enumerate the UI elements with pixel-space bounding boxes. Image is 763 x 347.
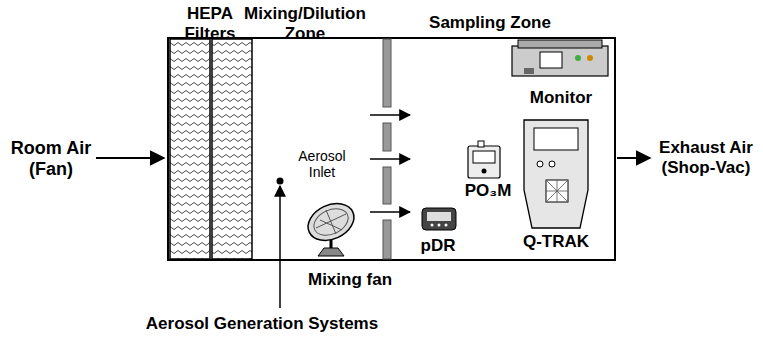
inlet-arrow (279, 186, 281, 308)
text-label: Mixing fan (295, 270, 405, 290)
text-label: Aerosol Inlet (288, 148, 356, 180)
text-label: Exhaust Air (Shop-Vac) (654, 138, 758, 177)
text-label: Room Air (Fan) (3, 138, 99, 179)
qtrak-device (524, 120, 588, 228)
hepa-filter (212, 39, 252, 259)
text-label: Mixing/Dilution Zone (230, 4, 380, 43)
chamber-outline (168, 38, 615, 260)
po3m-device (468, 141, 500, 178)
text-label: Sampling Zone (405, 13, 575, 33)
text-label: HEPA Filters (170, 4, 250, 43)
flow-arrow (617, 157, 650, 159)
text-label: Monitor (516, 88, 606, 108)
perforated-plate (383, 39, 391, 259)
pdr-device (422, 208, 456, 230)
inlet-dot (277, 178, 284, 185)
flow-arrow (370, 115, 410, 212)
hepa-filter (170, 39, 210, 259)
flow-arrow (96, 157, 164, 159)
mixing-fan (302, 196, 360, 256)
text-label: PO₃M (458, 181, 518, 201)
text-label: Q-TRAK (516, 232, 596, 252)
monitor-device (512, 40, 608, 76)
text-label: Aerosol Generation Systems (112, 314, 412, 334)
text-label: pDR (413, 236, 463, 256)
